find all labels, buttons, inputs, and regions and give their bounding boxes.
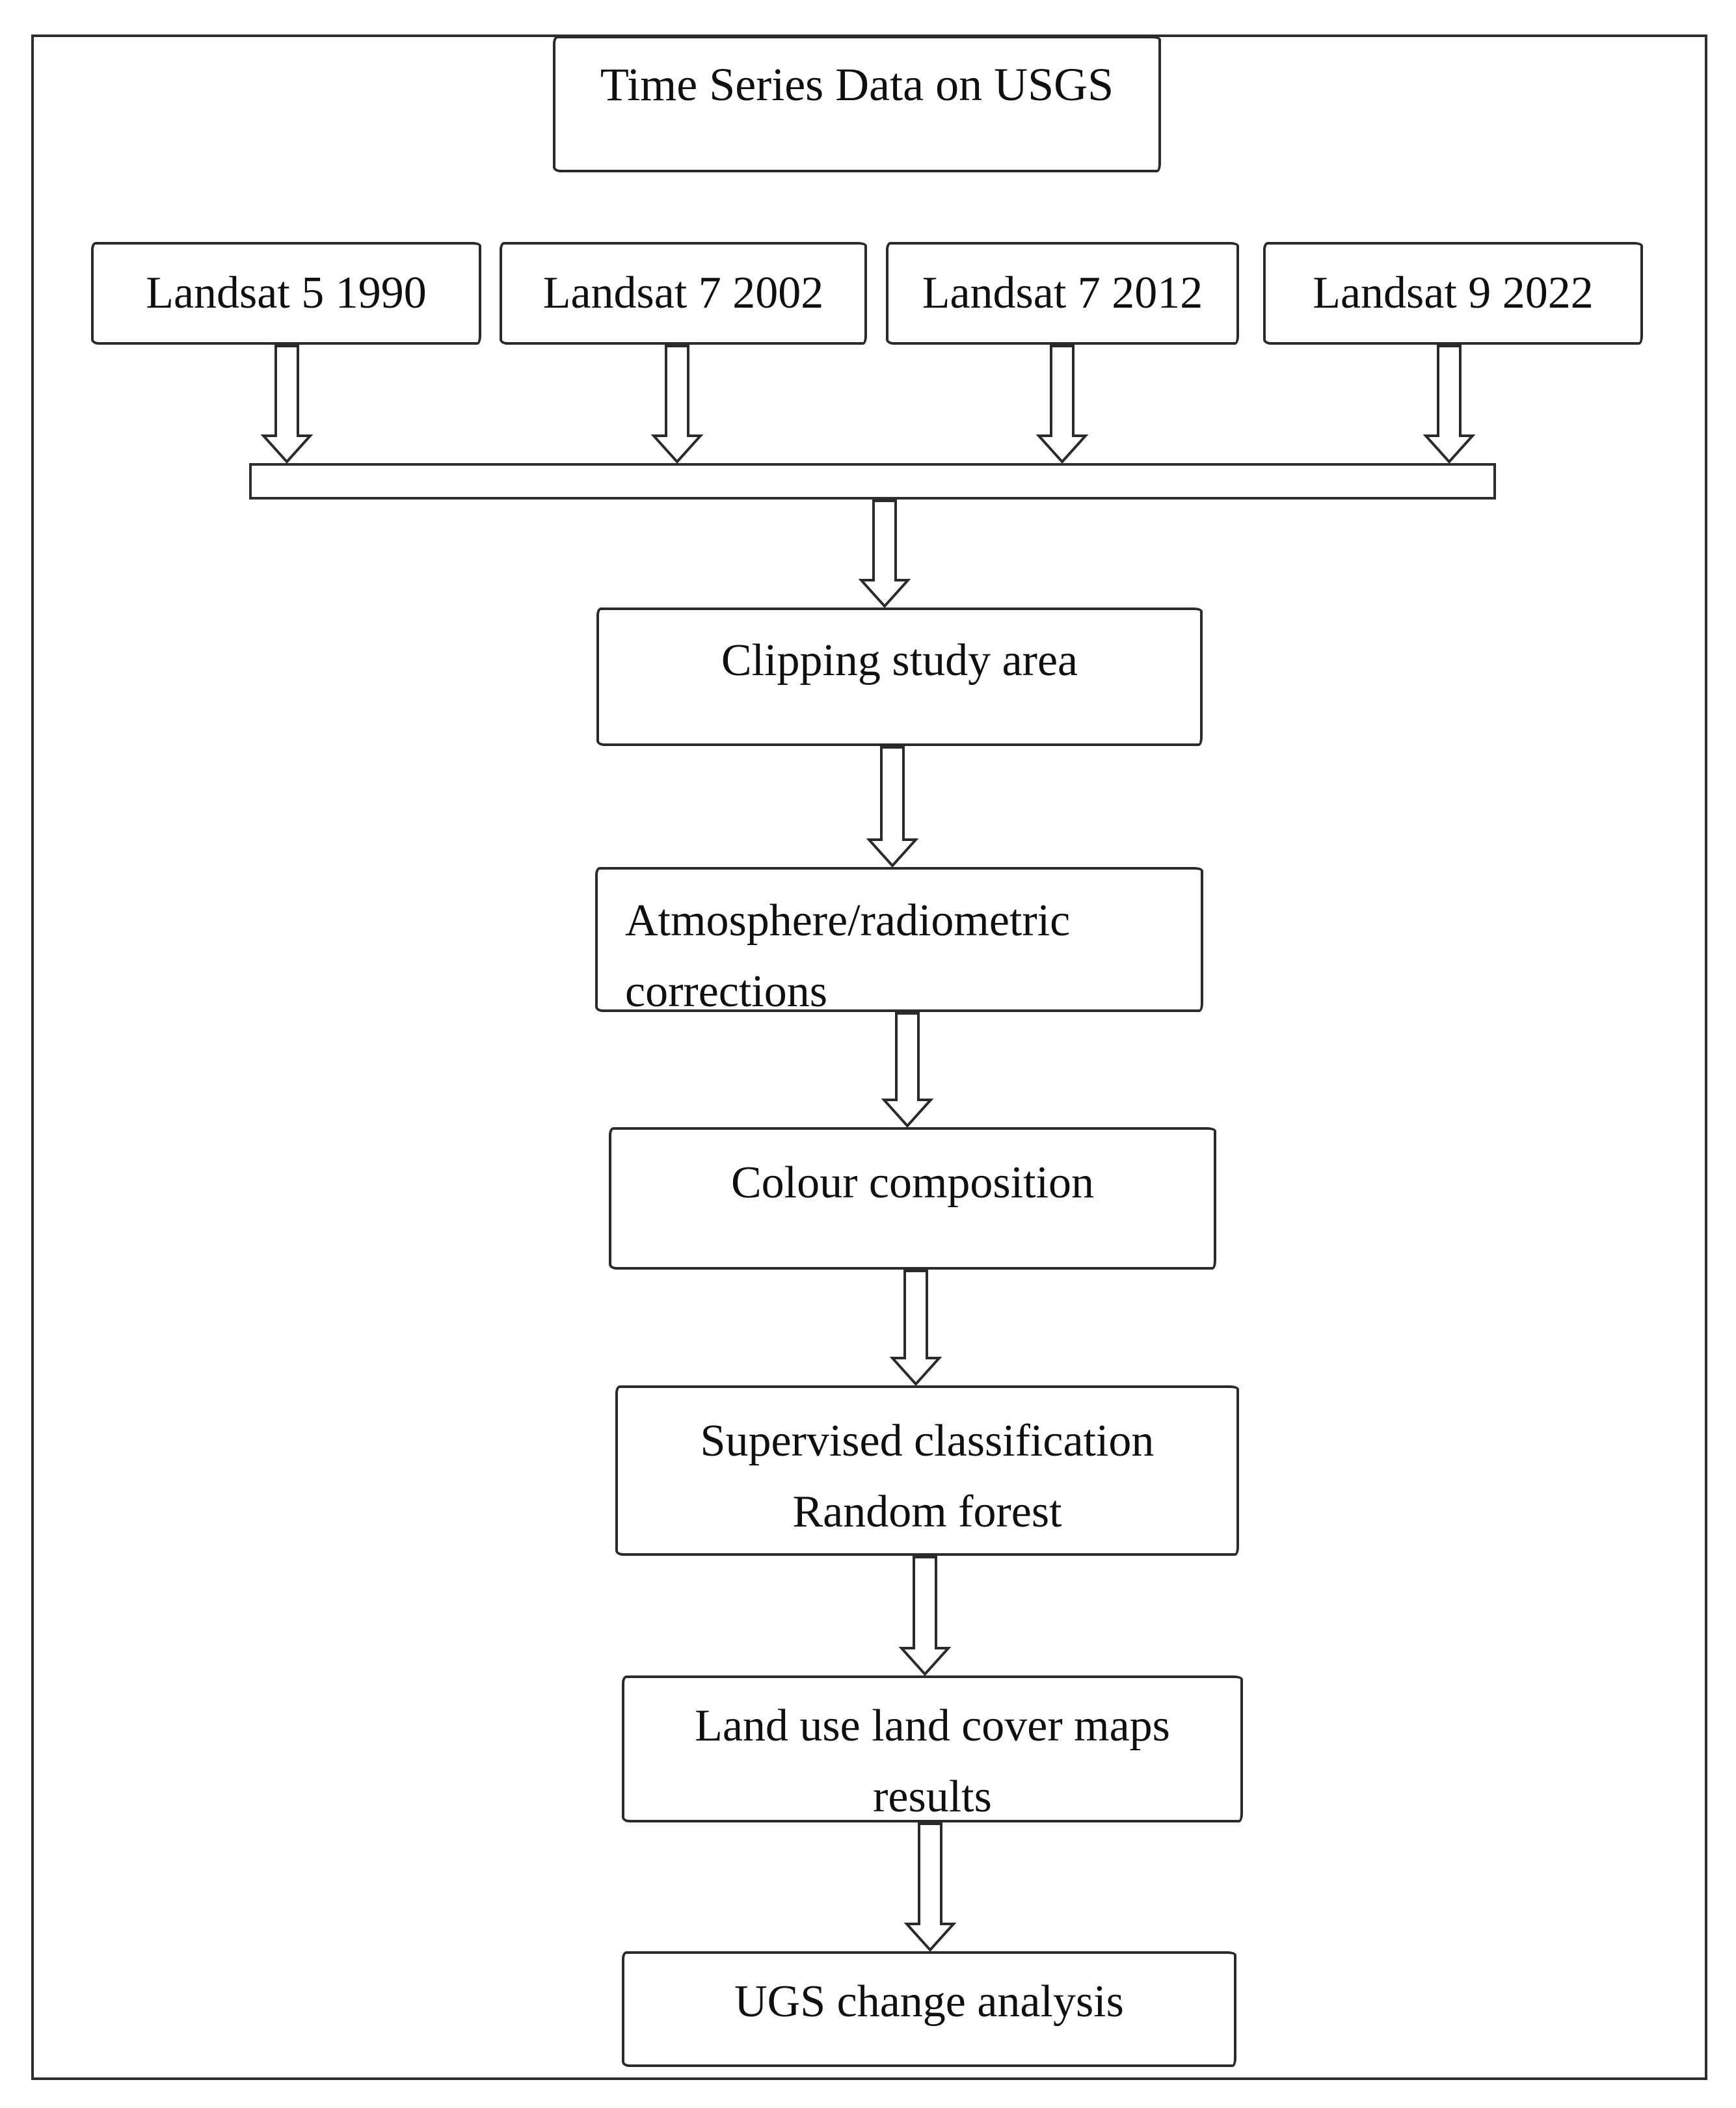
node-label-line2: corrections [625, 966, 827, 1017]
down-arrow-icon [859, 500, 911, 607]
down-arrow-icon [904, 1822, 956, 1951]
node-landsat-9-2022: Landsat 9 2022 [1263, 242, 1643, 345]
node-label: Landsat 5 1990 [146, 267, 427, 318]
node-label-line1: Land use land cover maps [695, 1701, 1170, 1751]
node-landsat-7-2012: Landsat 7 2012 [886, 242, 1239, 345]
node-atmosphere-radiometric-corrections: Atmosphere/radiometric corrections [595, 867, 1203, 1017]
node-supervised-classification: Supervised classification Random forest [615, 1385, 1239, 1556]
node-colour-composition: Colour composition [609, 1127, 1216, 1270]
node-ugs-change-analysis: UGS change analysis [622, 1951, 1236, 2067]
down-arrow-icon [651, 345, 703, 463]
node-label-line1: Supervised classification [700, 1416, 1155, 1466]
node-landsat-5-1990: Landsat 5 1990 [91, 242, 481, 345]
node-label: Landsat 9 2022 [1313, 267, 1594, 318]
node-label-line2: results [873, 1771, 992, 1822]
down-arrow-icon [866, 746, 918, 867]
node-lulc-maps-results: Land use land cover maps results [622, 1675, 1243, 1822]
node-landsat-7-2002: Landsat 7 2002 [500, 242, 867, 345]
collector-bar [249, 463, 1496, 500]
down-arrow-icon [881, 1012, 933, 1127]
node-time-series-data: Time Series Data on USGS [553, 36, 1161, 172]
node-label: Clipping study area [721, 635, 1078, 686]
node-label: Colour composition [730, 1158, 1095, 1208]
node-label: UGS change analysis [734, 1977, 1124, 2027]
node-label: Landsat 7 2002 [542, 267, 824, 318]
node-label: Time Series Data on USGS [600, 59, 1114, 111]
down-arrow-icon [899, 1556, 951, 1675]
node-label: Landsat 7 2012 [922, 267, 1203, 318]
down-arrow-icon [1423, 345, 1475, 463]
node-label-line1: Atmosphere/radiometric [625, 896, 1071, 946]
down-arrow-icon [261, 345, 313, 463]
node-label-line2: Random forest [792, 1486, 1062, 1537]
down-arrow-icon [890, 1270, 942, 1385]
node-clipping-study-area: Clipping study area [596, 607, 1203, 746]
down-arrow-icon [1036, 345, 1088, 463]
